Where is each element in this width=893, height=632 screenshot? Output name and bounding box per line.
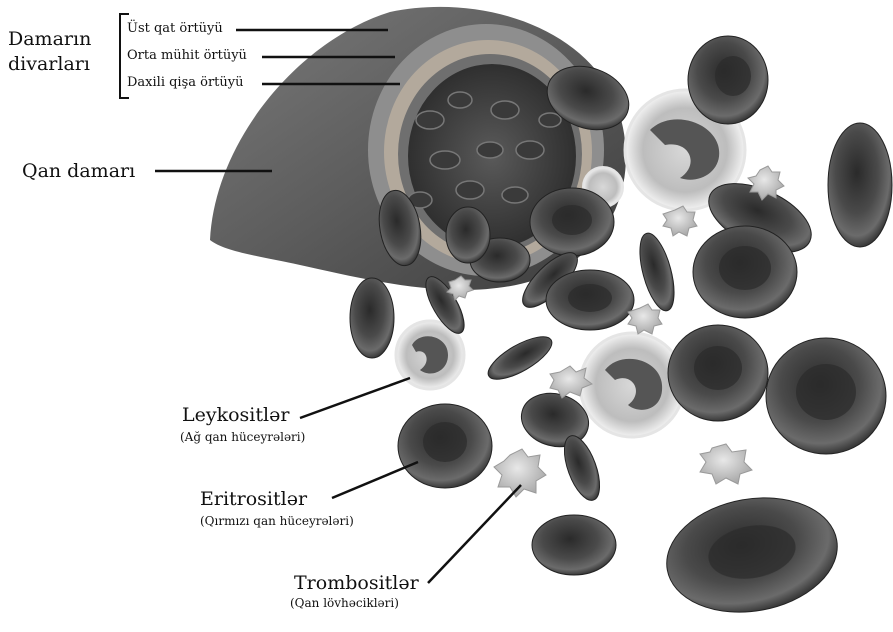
leukocyte-right [580,333,684,437]
vessel-walls-title-line1: Damarın [8,28,91,50]
middle-layer-label: Orta mühit örtüyü [127,48,247,63]
vessel-walls-title-line2: divarları [8,53,90,75]
thrombocytes-label: Trombositlər [294,572,419,594]
leukocytes-desc: (Ağ qan hüceyrələri) [180,430,305,444]
leukocytes-label: Leykositlər [182,404,289,426]
inner-layer-label: Daxili qişa örtüyü [127,75,244,90]
erythrocytes-label: Eritrositlər [200,488,307,510]
blood-vessel-label: Qan damarı [22,160,135,182]
outer-layer-label: Üst qat örtüyü [127,21,223,36]
thrombocytes-desc: (Qan lövhəcikləri) [290,596,399,610]
erythrocytes-desc: (Qırmızı qan hüceyrələri) [200,514,354,528]
